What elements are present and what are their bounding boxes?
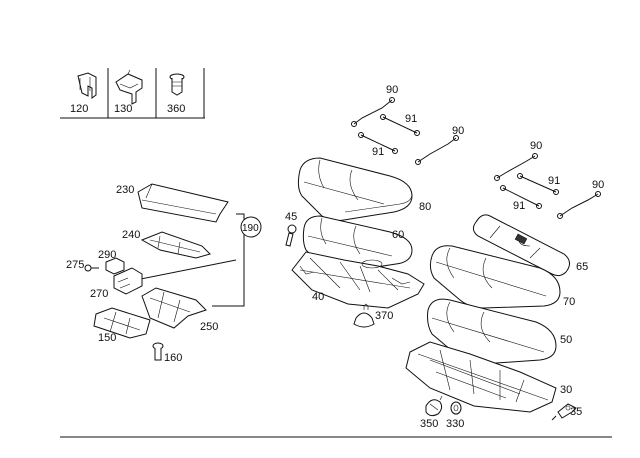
plug-370 — [353, 303, 375, 328]
pad-150 — [93, 307, 151, 339]
callout-30: 30 — [560, 384, 572, 396]
bolt-45 — [285, 224, 297, 247]
callout-70: 70 — [563, 296, 575, 308]
callout-90b: 90 — [452, 125, 464, 137]
callout-270: 270 — [90, 288, 108, 300]
seat-cover-80 — [297, 157, 413, 221]
callout-60: 60 — [392, 229, 404, 241]
callout-160: 160 — [164, 352, 182, 364]
clip-130-icon — [115, 69, 143, 105]
plug-360-icon — [169, 73, 185, 96]
label-130: 130 — [114, 103, 132, 115]
part-290 — [105, 257, 125, 275]
seat-frame-40 — [291, 251, 425, 309]
callout-90a: 90 — [386, 84, 398, 96]
bracket-35 — [551, 403, 577, 421]
callout-90c: 90 — [530, 140, 542, 152]
part-270 — [113, 267, 143, 295]
wire-springs-rear — [494, 153, 601, 219]
callout-80: 80 — [419, 201, 431, 213]
callout-40: 40 — [312, 291, 324, 303]
callout-290: 290 — [98, 249, 116, 261]
legend-box: 120 130 360 — [60, 68, 205, 119]
backrest-frame-30 — [405, 341, 557, 413]
callout-65: 65 — [576, 261, 588, 273]
callout-230: 230 — [116, 184, 134, 196]
frame-240 — [140, 231, 211, 259]
backrest-cushion-50 — [427, 298, 557, 365]
callout-91d: 91 — [513, 200, 525, 212]
callout-370: 370 — [375, 310, 393, 322]
mechanism-250 — [141, 287, 207, 329]
backrest-bolster-65 — [472, 214, 570, 277]
callout-250: 250 — [200, 321, 218, 333]
backrest-cover-70 — [429, 245, 561, 309]
callout-90d: 90 — [592, 179, 604, 191]
part-275 — [84, 264, 99, 272]
cover-230 — [137, 183, 229, 223]
callout-45: 45 — [285, 211, 297, 223]
bolt-160 — [152, 342, 164, 361]
callout-150: 150 — [98, 332, 116, 344]
label-360: 360 — [167, 103, 185, 115]
callout-91a: 91 — [405, 113, 417, 125]
group-190-lines — [125, 213, 262, 307]
callouts: 90 91 90 91 80 60 45 40 370 90 91 90 91 … — [66, 84, 604, 430]
callout-350: 350 — [420, 418, 438, 430]
label-120: 120 — [70, 103, 88, 115]
callout-50: 50 — [560, 334, 572, 346]
wire-springs-front — [351, 97, 459, 165]
part-350 — [425, 395, 443, 417]
callout-91b: 91 — [372, 146, 384, 158]
callout-91c: 91 — [548, 175, 560, 187]
callout-190: 190 — [242, 223, 259, 234]
callout-240: 240 — [122, 229, 140, 241]
callout-275: 275 — [66, 259, 84, 271]
part-330 — [450, 401, 462, 415]
clip-120-icon — [77, 72, 97, 99]
callout-330: 330 — [446, 418, 464, 430]
callout-35: 35 — [570, 406, 582, 418]
